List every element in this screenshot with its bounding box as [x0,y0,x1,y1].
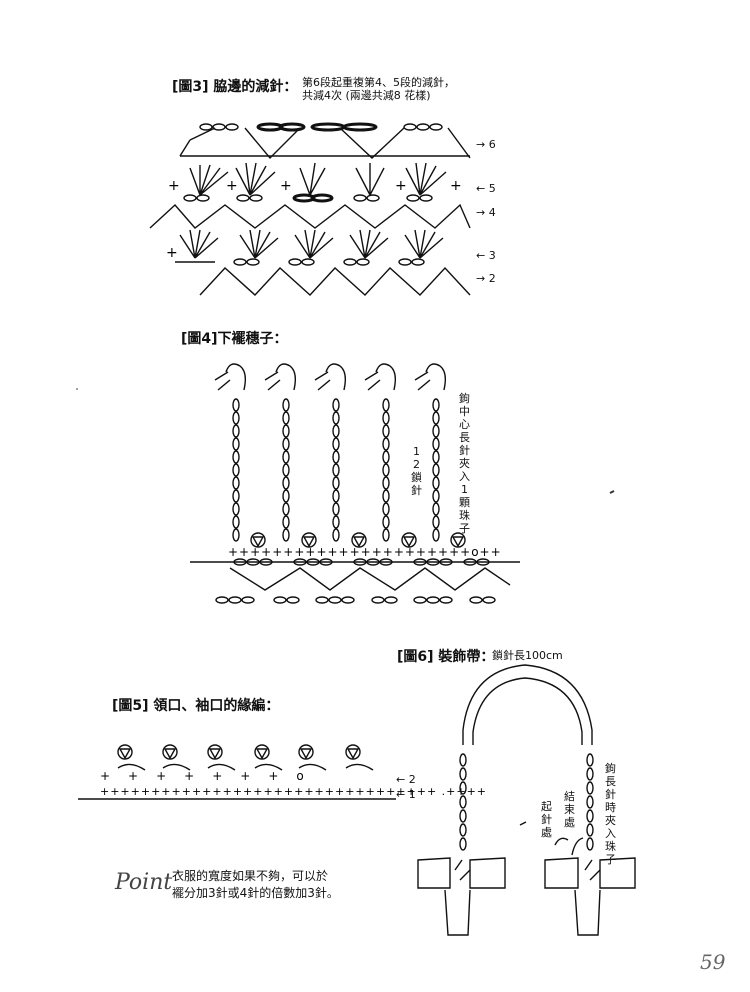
fig4-fringe: ++++++++++++++++++++++o++ [190,363,520,604]
fig6-end-label: 結束處 [564,790,575,829]
fringe-strand-2 [264,363,317,548]
svg-text:+: + [450,178,462,194]
fig5-row-label-2: ← 2 [396,773,416,786]
fig3-title: [圖3] 脇邊的減針： [172,79,298,95]
fig3-row6-chains [199,122,443,132]
fig5-row-label-1: ← 1 [396,788,416,801]
fig3-row6-zigzag [179,127,471,160]
fig5-edging: +++++++o +++++++++++++++++++++++++++++++… [78,744,487,800]
fig6-strap [417,664,636,936]
fig6-left-chains [459,753,467,851]
page-number: 59 [700,950,726,974]
svg-text:+++++++o: +++++++o [100,769,322,783]
fig4-count-label: 12鎖針 [411,445,422,497]
fig3-row5-fans [189,162,447,196]
svg-text:+: + [280,178,292,194]
fig6-start-arrow [571,837,584,856]
fig3-row4-zigzag [149,203,471,229]
fig3-row-label-3: ← 3 [476,249,496,262]
fig4-bottom-chains [215,596,496,604]
fig3-row5-plus: + [168,178,180,194]
fig3-note-line2: 共減4次 (兩邊共減8 花樣) [302,89,431,102]
fig6-right-chains [586,753,594,851]
fig6-right-tassel [544,857,636,936]
svg-text:++++++++++++++++++++++++++++++: +++++++++++++++++++++++++++++++++ .++++ [100,785,487,798]
fig6-left-tassel [417,857,506,936]
fig3-row2-chains [233,258,425,266]
svg-text:+: + [226,178,238,194]
fig4-title: [圖4]下襬穗子： [181,331,288,347]
fringe-strand-4 [364,363,417,548]
fringe-strand-1 [214,363,266,548]
svg-text:++++++++++++++++++++++o++: ++++++++++++++++++++++o++ [228,545,502,559]
point-line2: 襬分加3針或4針的倍數加3針。 [172,886,339,900]
fig3-row-label-5: ← 5 [476,182,496,195]
fig3-row2-zigzag [199,266,471,296]
fig3-row-label-2: → 2 [476,272,496,285]
fig3-row3-fans [179,229,444,259]
fringe-strand-5 [414,363,466,548]
fig3-row-label-6: → 6 [476,138,496,151]
svg-text:+: + [395,178,407,194]
fig4-side-note: 鉤中心長針夾入1顆珠子 [459,392,470,535]
point-line1: 衣服的寬度如果不夠，可以於 [172,869,329,883]
fig3-row4-chains [183,193,433,203]
fig6-start-label: 起針處 [541,800,552,839]
fig6-end-arrow [554,837,569,846]
fig3-row-label-4: → 4 [476,206,496,219]
fig6-title: [圖6] 裝飾帶： [397,649,495,665]
point-word: Point [115,870,173,895]
fig3-note-line1: 第6段起重複第4、5段的減針， [302,76,455,89]
fig5-title: [圖5] 領口、袖口的緣編： [112,698,280,714]
fringe-strand-3 [314,363,367,548]
fig6-side-note: 鉤長針時夾入珠子 [605,762,616,866]
fig6-subtitle: 鎖針長100cm [492,649,563,662]
svg-text:+: + [166,245,178,261]
